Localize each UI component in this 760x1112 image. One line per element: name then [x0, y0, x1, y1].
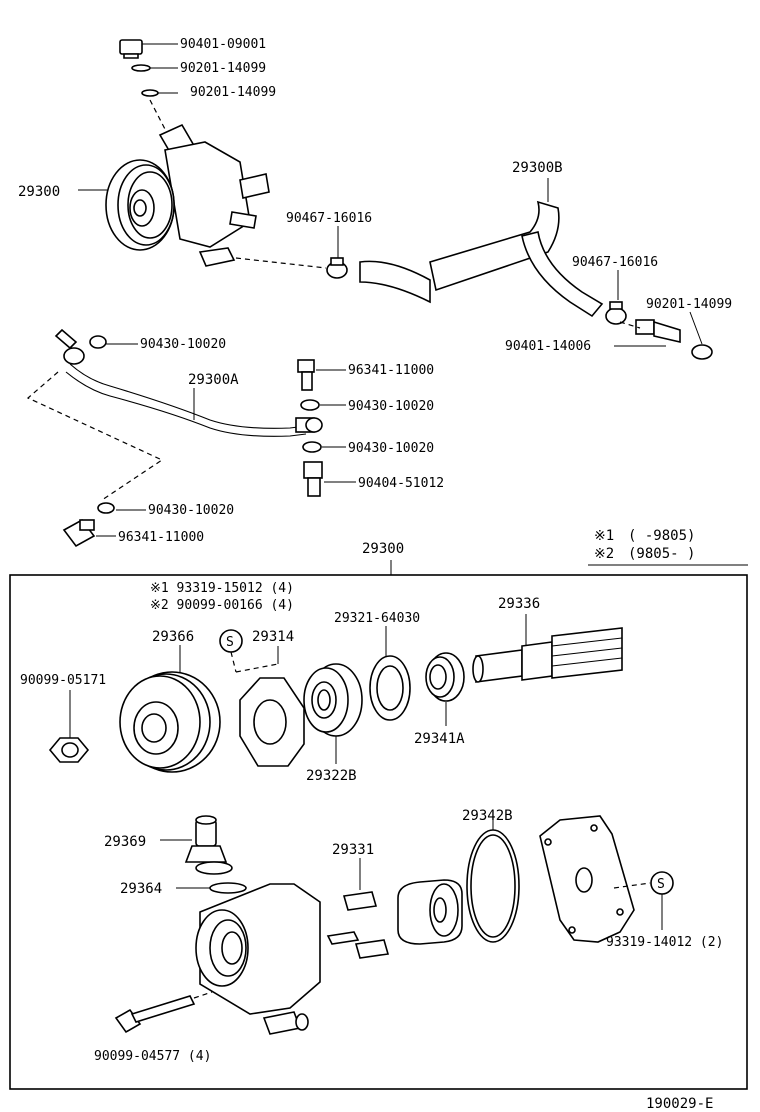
gasket-mid-1-drawing: [300, 399, 320, 411]
hose-b-drawing: [359, 200, 604, 318]
label-gasket-a: 90201-14099: [180, 61, 266, 76]
legend-note1-text: ( -9805): [628, 528, 695, 544]
label-oring-small: 29364: [120, 881, 162, 897]
label-union-bolt-bottom: 96341-11000: [118, 530, 204, 545]
label-plug-bolt: 90401-09001: [180, 37, 266, 52]
label-clamp-left: 90467-16016: [286, 211, 372, 226]
label-seal: 29341A: [414, 731, 465, 747]
label-pump-assy: 29300: [18, 184, 60, 200]
label-gasket-pipe-top: 90430-10020: [140, 337, 226, 352]
label-fitting: 29369: [104, 834, 146, 850]
label-pipe-a: 29300A: [188, 372, 239, 388]
legend-note2-mark: ※2: [594, 546, 614, 562]
end-cover-drawing: [539, 815, 635, 943]
label-hose-b: 29300B: [512, 160, 563, 176]
label-plate: 29314: [252, 629, 294, 645]
exploded-view-frame: [9, 574, 748, 1090]
label-gasket-right: 90201-14099: [646, 297, 732, 312]
plate-drawing: [239, 677, 305, 767]
shaft-drawing: [472, 627, 623, 683]
pulley-drawing: [119, 671, 221, 773]
s-mark-right: S: [657, 877, 665, 892]
label-screw-note1: ※1 93319-15012 (4): [150, 581, 294, 596]
label-vanes: 29331: [332, 842, 374, 858]
label-clamp-right: 90467-16016: [572, 255, 658, 270]
label-pulley: 29366: [152, 629, 194, 645]
label-gasket-mid-2: 90430-10020: [348, 441, 434, 456]
gasket-mid-2-drawing: [302, 441, 322, 453]
union-bolt-top-drawing: [297, 359, 315, 391]
label-gasket-pipe-bottom: 90430-10020: [148, 503, 234, 518]
legend-note2-text: (9805- ): [628, 546, 695, 562]
oring-small-drawing: [209, 882, 247, 894]
box-title: 29300: [362, 541, 404, 557]
label-gasket-b: 90201-14099: [190, 85, 276, 100]
bearing-drawing: [303, 663, 363, 737]
union-right-drawing: [635, 319, 713, 360]
oring-large-inner: [470, 834, 516, 938]
pipe-a-drawing: [54, 328, 323, 437]
clamp-right-drawing: [605, 301, 627, 325]
union-bolt-bottom-drawing: [62, 518, 96, 548]
pump-housing-drawing: [195, 883, 321, 1035]
fitting-drawing: [184, 815, 233, 875]
nut-drawing: [48, 737, 90, 763]
label-shaft: 29336: [498, 596, 540, 612]
label-housing-bolt: 90099-04577 (4): [94, 1049, 211, 1064]
footer-code: 190029-E: [646, 1096, 713, 1112]
legend-note1-mark: ※1: [594, 528, 614, 544]
housing-bolt-drawing: [114, 995, 196, 1034]
label-screw-note2: ※2 90099-00166 (4): [150, 598, 294, 613]
label-shim: 29321-64030: [334, 611, 420, 626]
label-oring-large: 29342B: [462, 808, 513, 824]
label-cover-screw: 93319-14012 (2): [606, 935, 723, 950]
gasket-pipe-top-drawing: [89, 335, 107, 349]
seal-drawing: [425, 652, 465, 702]
plug-bolt-drawing: [119, 39, 159, 97]
label-union-right: 90401-14006: [505, 339, 591, 354]
vacuum-pump-assembly-drawing: [105, 123, 270, 267]
rotor-drawing: [397, 879, 463, 945]
union-fitting-drawing: [303, 461, 323, 497]
vanes-drawing: [326, 891, 390, 959]
shim-drawing: [369, 655, 411, 721]
s-mark: S: [226, 635, 234, 650]
label-union-bolt-top: 96341-11000: [348, 363, 434, 378]
label-union-fitting: 90404-51012: [358, 476, 444, 491]
gasket-pipe-bottom-drawing: [97, 502, 115, 514]
clamp-left-drawing: [326, 257, 348, 279]
label-bearing: 29322B: [306, 768, 357, 784]
label-gasket-mid-1: 90430-10020: [348, 399, 434, 414]
label-nut: 90099-05171: [20, 673, 106, 688]
